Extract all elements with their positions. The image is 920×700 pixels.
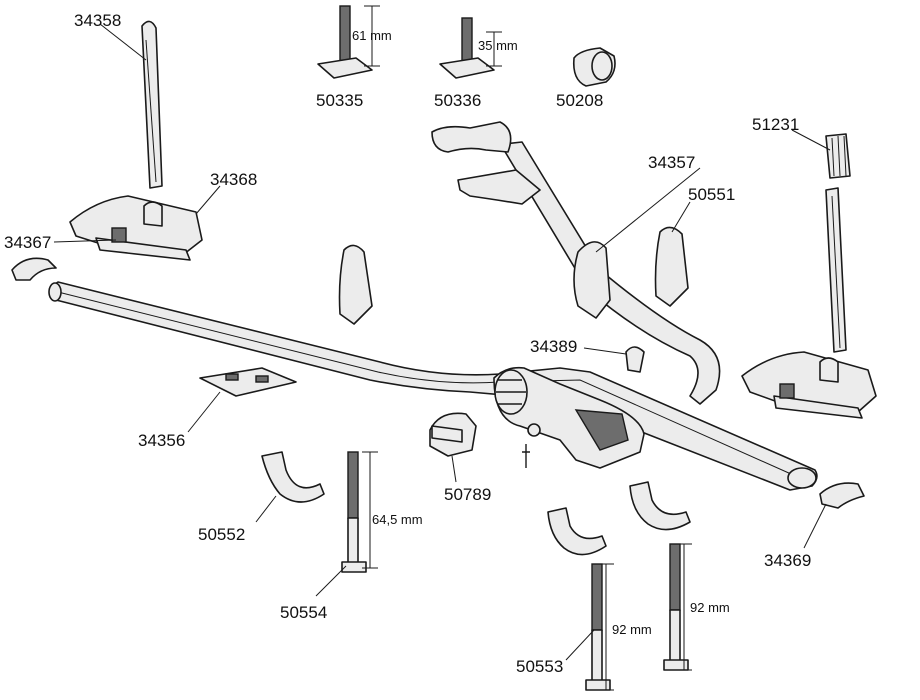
label-34357: 34357: [648, 153, 695, 172]
clip-34389: [625, 346, 645, 373]
mounting-plate: [199, 367, 297, 397]
strap-bar-right: [825, 187, 847, 353]
lock-knob: [429, 412, 477, 457]
dim-61mm: 61 mm: [352, 28, 392, 43]
label-34367: 34367: [4, 233, 51, 252]
strap-clamp-center-left: [547, 507, 607, 556]
wheel-holder-left: [69, 195, 203, 261]
label-50554: 50554: [280, 603, 327, 622]
dim-35mm: 35 mm: [478, 38, 518, 53]
strap-bar-left: [141, 20, 163, 189]
strap-clamp-center-right: [629, 481, 691, 531]
rubber-sleeve: [825, 133, 851, 179]
label-50335: 50335: [316, 91, 363, 110]
label-50208: 50208: [556, 91, 603, 110]
mounting-head: [493, 366, 645, 469]
wheel-holder-right: [741, 351, 877, 419]
label-34369: 34369: [764, 551, 811, 570]
tbolt-92mm-left: [585, 563, 614, 691]
frame-pad-right: [654, 226, 689, 307]
label-34358: 34358: [74, 11, 121, 30]
strap-clamp-left: [261, 451, 325, 503]
tbolt-92mm-right: [663, 543, 692, 671]
label-34389: 34389: [530, 337, 577, 356]
label-34368: 34368: [210, 170, 257, 189]
end-cap-left: [11, 257, 57, 281]
tbolt-645mm: [341, 451, 378, 573]
label-51231: 51231: [752, 115, 799, 134]
barrel-nut: [572, 47, 616, 87]
end-cap-right: [819, 482, 865, 509]
bolt-35mm: [439, 17, 502, 79]
dim-92mm-right: 92 mm: [690, 600, 730, 615]
label-50336: 50336: [434, 91, 481, 110]
label-50551: 50551: [688, 185, 735, 204]
leader-lines: [53, 23, 831, 661]
label-50552: 50552: [198, 525, 245, 544]
dim-92mm-left: 92 mm: [612, 622, 652, 637]
label-34356: 34356: [138, 431, 185, 450]
frame-pad-left: [338, 244, 373, 325]
bolt-61mm: [317, 5, 380, 79]
frame-holder-arm: [431, 121, 721, 405]
label-50789: 50789: [444, 485, 491, 504]
label-50553: 50553: [516, 657, 563, 676]
dim-64-5mm: 64,5 mm: [372, 512, 423, 527]
